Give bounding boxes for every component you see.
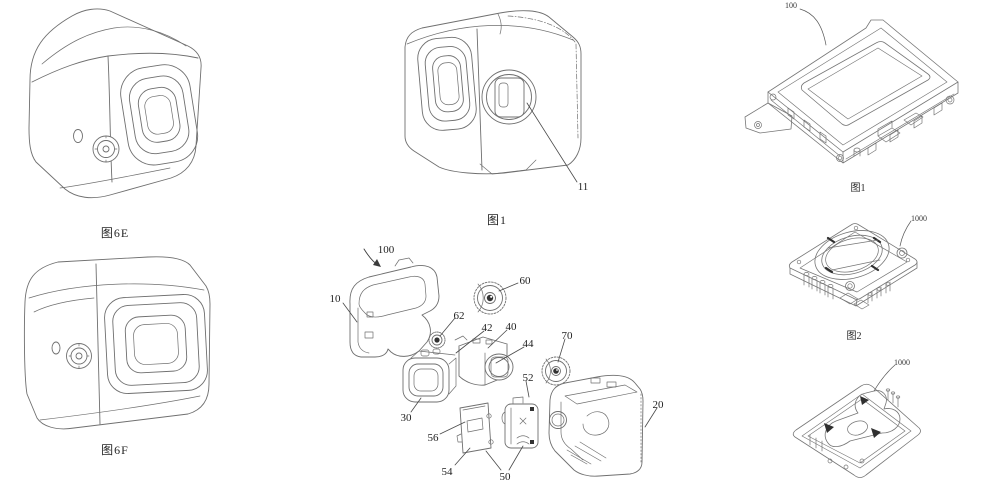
camera-6f-line-art xyxy=(20,256,220,461)
callout-56: 56 xyxy=(427,432,439,444)
callout-11: 11 xyxy=(577,181,589,193)
callout-44: 44 xyxy=(522,338,534,350)
callout-54: 54 xyxy=(441,466,453,478)
callout-10: 10 xyxy=(329,293,341,305)
callout-50: 50 xyxy=(499,471,511,483)
callout-42: 42 xyxy=(481,322,493,334)
callout-62: 62 xyxy=(453,310,465,322)
callout-right2-1000: 1000 xyxy=(911,214,927,223)
figure-mid-1: 11 图1 xyxy=(330,2,600,230)
callout-30: 30 xyxy=(400,412,412,424)
callout-70: 70 xyxy=(561,330,573,342)
figure-label-6e: 图6E xyxy=(100,226,130,240)
figure-right-2: 1000 图2 xyxy=(770,198,990,346)
figure-right-1: 100 图1 xyxy=(740,0,995,200)
callout-20: 20 xyxy=(652,399,664,411)
figure-label-right-1: 图1 xyxy=(850,183,866,194)
mount-plate-line-art xyxy=(770,198,990,346)
callout-40: 40 xyxy=(505,321,517,333)
figure-label-mid-1: 图1 xyxy=(486,213,508,227)
figure-6f: 图6F xyxy=(20,256,220,461)
figure-label-right-2: 图2 xyxy=(846,331,862,342)
callout-right1-100: 100 xyxy=(785,1,797,10)
callout-right3-1000: 1000 xyxy=(894,358,910,367)
camera-port-line-art xyxy=(330,2,600,230)
base-assembly-line-art xyxy=(770,343,990,500)
figure-label-6f: 图6F xyxy=(101,443,129,457)
figure-exploded-view: 100 10 62 42 40 44 60 70 52 30 56 54 50 … xyxy=(325,236,685,494)
callout-60: 60 xyxy=(519,275,531,287)
exploded-view-line-art xyxy=(325,236,685,494)
figure-6e: 图6E xyxy=(20,2,220,244)
camera-6e-line-art xyxy=(20,2,220,244)
callout-100: 100 xyxy=(377,244,395,256)
module-board-line-art xyxy=(740,0,995,200)
figure-right-3: 1000 xyxy=(770,343,990,500)
callout-52: 52 xyxy=(522,372,534,384)
